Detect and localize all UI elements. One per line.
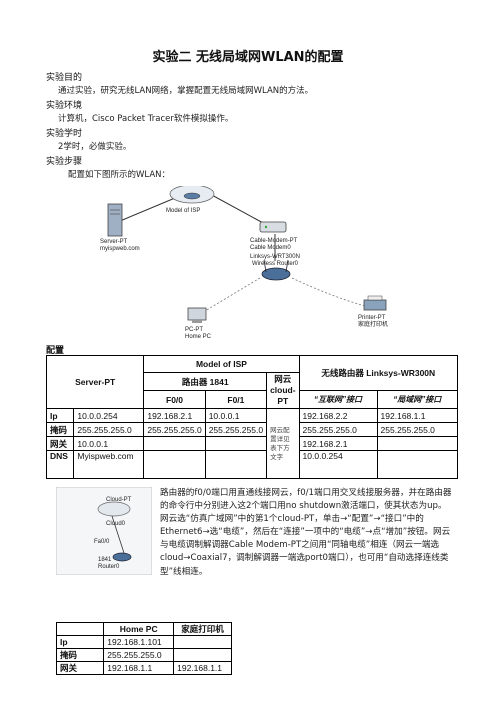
isp-label: Model of ISP — [166, 208, 200, 214]
server-header: Server-PT — [45, 355, 145, 409]
explanation-text: 路由器的f0/0端口用直通线接网云，f0/1端口用交叉线接服务器，并在路由器的命… — [160, 487, 458, 579]
table-row: 掩码 255.255.255.0 255.255.255.0 255.255.2… — [45, 422, 459, 437]
cloud-router-diagram: Cloud-PT Cloud0 Fa0/0 1841 Router0 — [56, 487, 152, 575]
printer-icon — [363, 295, 387, 311]
f01-header: F0/1 — [204, 390, 268, 409]
router-icon — [112, 552, 132, 562]
host-table: Home PC 家庭打印机 Ip 192.168.1.101 掩码 255.25… — [55, 622, 232, 675]
wireless-header: 无线路由器 Linksys-WR300N — [298, 355, 459, 391]
text-steps: 配置如下图所示的WLAN： — [68, 170, 171, 180]
server-label-1: Server-PT — [100, 239, 128, 245]
thumb-router-label-1: 1841 — [98, 557, 112, 563]
cloud-icon — [169, 186, 215, 204]
modem-label-2: Cable Modem0 — [250, 245, 291, 251]
table-row: 掩码 255.255.255.0 — [55, 648, 232, 662]
router-label-2: Wireless Router0 — [252, 261, 299, 267]
text-purpose: 通过实验，研究无线LAN网络，掌握配置无线局域网WLAN的方法。 — [58, 86, 314, 96]
cloud-note: 网云配置详见表下方文字 — [266, 408, 300, 479]
text-environment: 计算机，Cisco Packet Tracer软件模拟操作。 — [58, 114, 234, 124]
network-diagram: Server-PT myispweb.com Model of ISP Cabl… — [100, 186, 388, 340]
printer-header: 家庭打印机 — [173, 622, 232, 636]
thumb-router-label-2: Router0 — [98, 564, 120, 570]
config-table: Server-PT Model of ISP 无线路由器 Linksys-WR3… — [45, 355, 459, 479]
link-isp-modem — [209, 193, 266, 225]
wireless-router-icon — [261, 259, 291, 281]
table-row: 网关 10.0.0.1 192.168.2.1 — [45, 436, 459, 451]
internet-port-header: “互联网”接口 — [298, 390, 378, 409]
config-heading: 配置 — [46, 346, 65, 356]
lan-port-header: “局域网”接口 — [376, 390, 459, 409]
thumb-cloud-label-2: Cloud0 — [106, 521, 126, 527]
table-row: 网关 192.168.1.1 192.168.1.1 — [55, 661, 232, 675]
wireless-link-pc — [199, 277, 261, 315]
pc-icon — [187, 307, 207, 323]
page-title: 实验二 无线局域网WLAN的配置 — [152, 50, 344, 65]
f00-header: F0/0 — [143, 390, 206, 409]
server-icon — [107, 203, 123, 237]
table-row: Ip 192.168.1.101 — [55, 635, 232, 649]
router1841-header: 路由器 1841 — [143, 372, 268, 391]
wireless-link-printer — [291, 277, 366, 307]
home-pc-header: Home PC — [103, 622, 175, 636]
cloud-icon — [97, 501, 131, 517]
text-hours: 2学时，必做实验。 — [58, 142, 132, 152]
server-label-2: myispweb.com — [100, 246, 140, 252]
pc-label-2: Home PC — [185, 334, 212, 340]
thumb-port-label: Fa0/0 — [94, 539, 110, 545]
pc-label-1: PC-PT — [185, 327, 203, 333]
cloud-header: 网云cloud-PT — [266, 372, 300, 409]
modem-icon — [259, 221, 287, 233]
thumb-cloud-label-1: Cloud-PT — [106, 497, 132, 503]
link-server-isp — [119, 197, 176, 222]
printer-label-2: 家庭打印机 — [358, 320, 388, 328]
paragraph-cloud: 网云选“仿真广域网”中的第1个cloud-PT，单击→“配置”→“接口”中的Et… — [160, 514, 451, 577]
isp-header: Model of ISP — [143, 355, 300, 373]
heading-purpose: 实验目的 — [46, 73, 83, 83]
thumb-link — [111, 515, 125, 554]
modem-label-1: Cable-Modem-PT — [250, 238, 298, 244]
router-label-1: Linksys-WRT300N — [250, 254, 300, 260]
heading-steps: 实验步骤 — [46, 157, 83, 167]
heading-environment: 实验环境 — [46, 101, 83, 111]
heading-hours: 实验学时 — [46, 129, 83, 139]
table-row: DNS Myispweb.com 10.0.0.254 — [45, 450, 459, 479]
table-row: Ip 10.0.0.254 192.168.2.1 10.0.0.1 网云配置详… — [45, 408, 459, 479]
printer-label-1: Printer-PT — [358, 315, 386, 321]
paragraph-router: 路由器的f0/0端口用直通线接网云，f0/1端口用交叉线接服务器，并在路由器的命… — [160, 488, 452, 512]
